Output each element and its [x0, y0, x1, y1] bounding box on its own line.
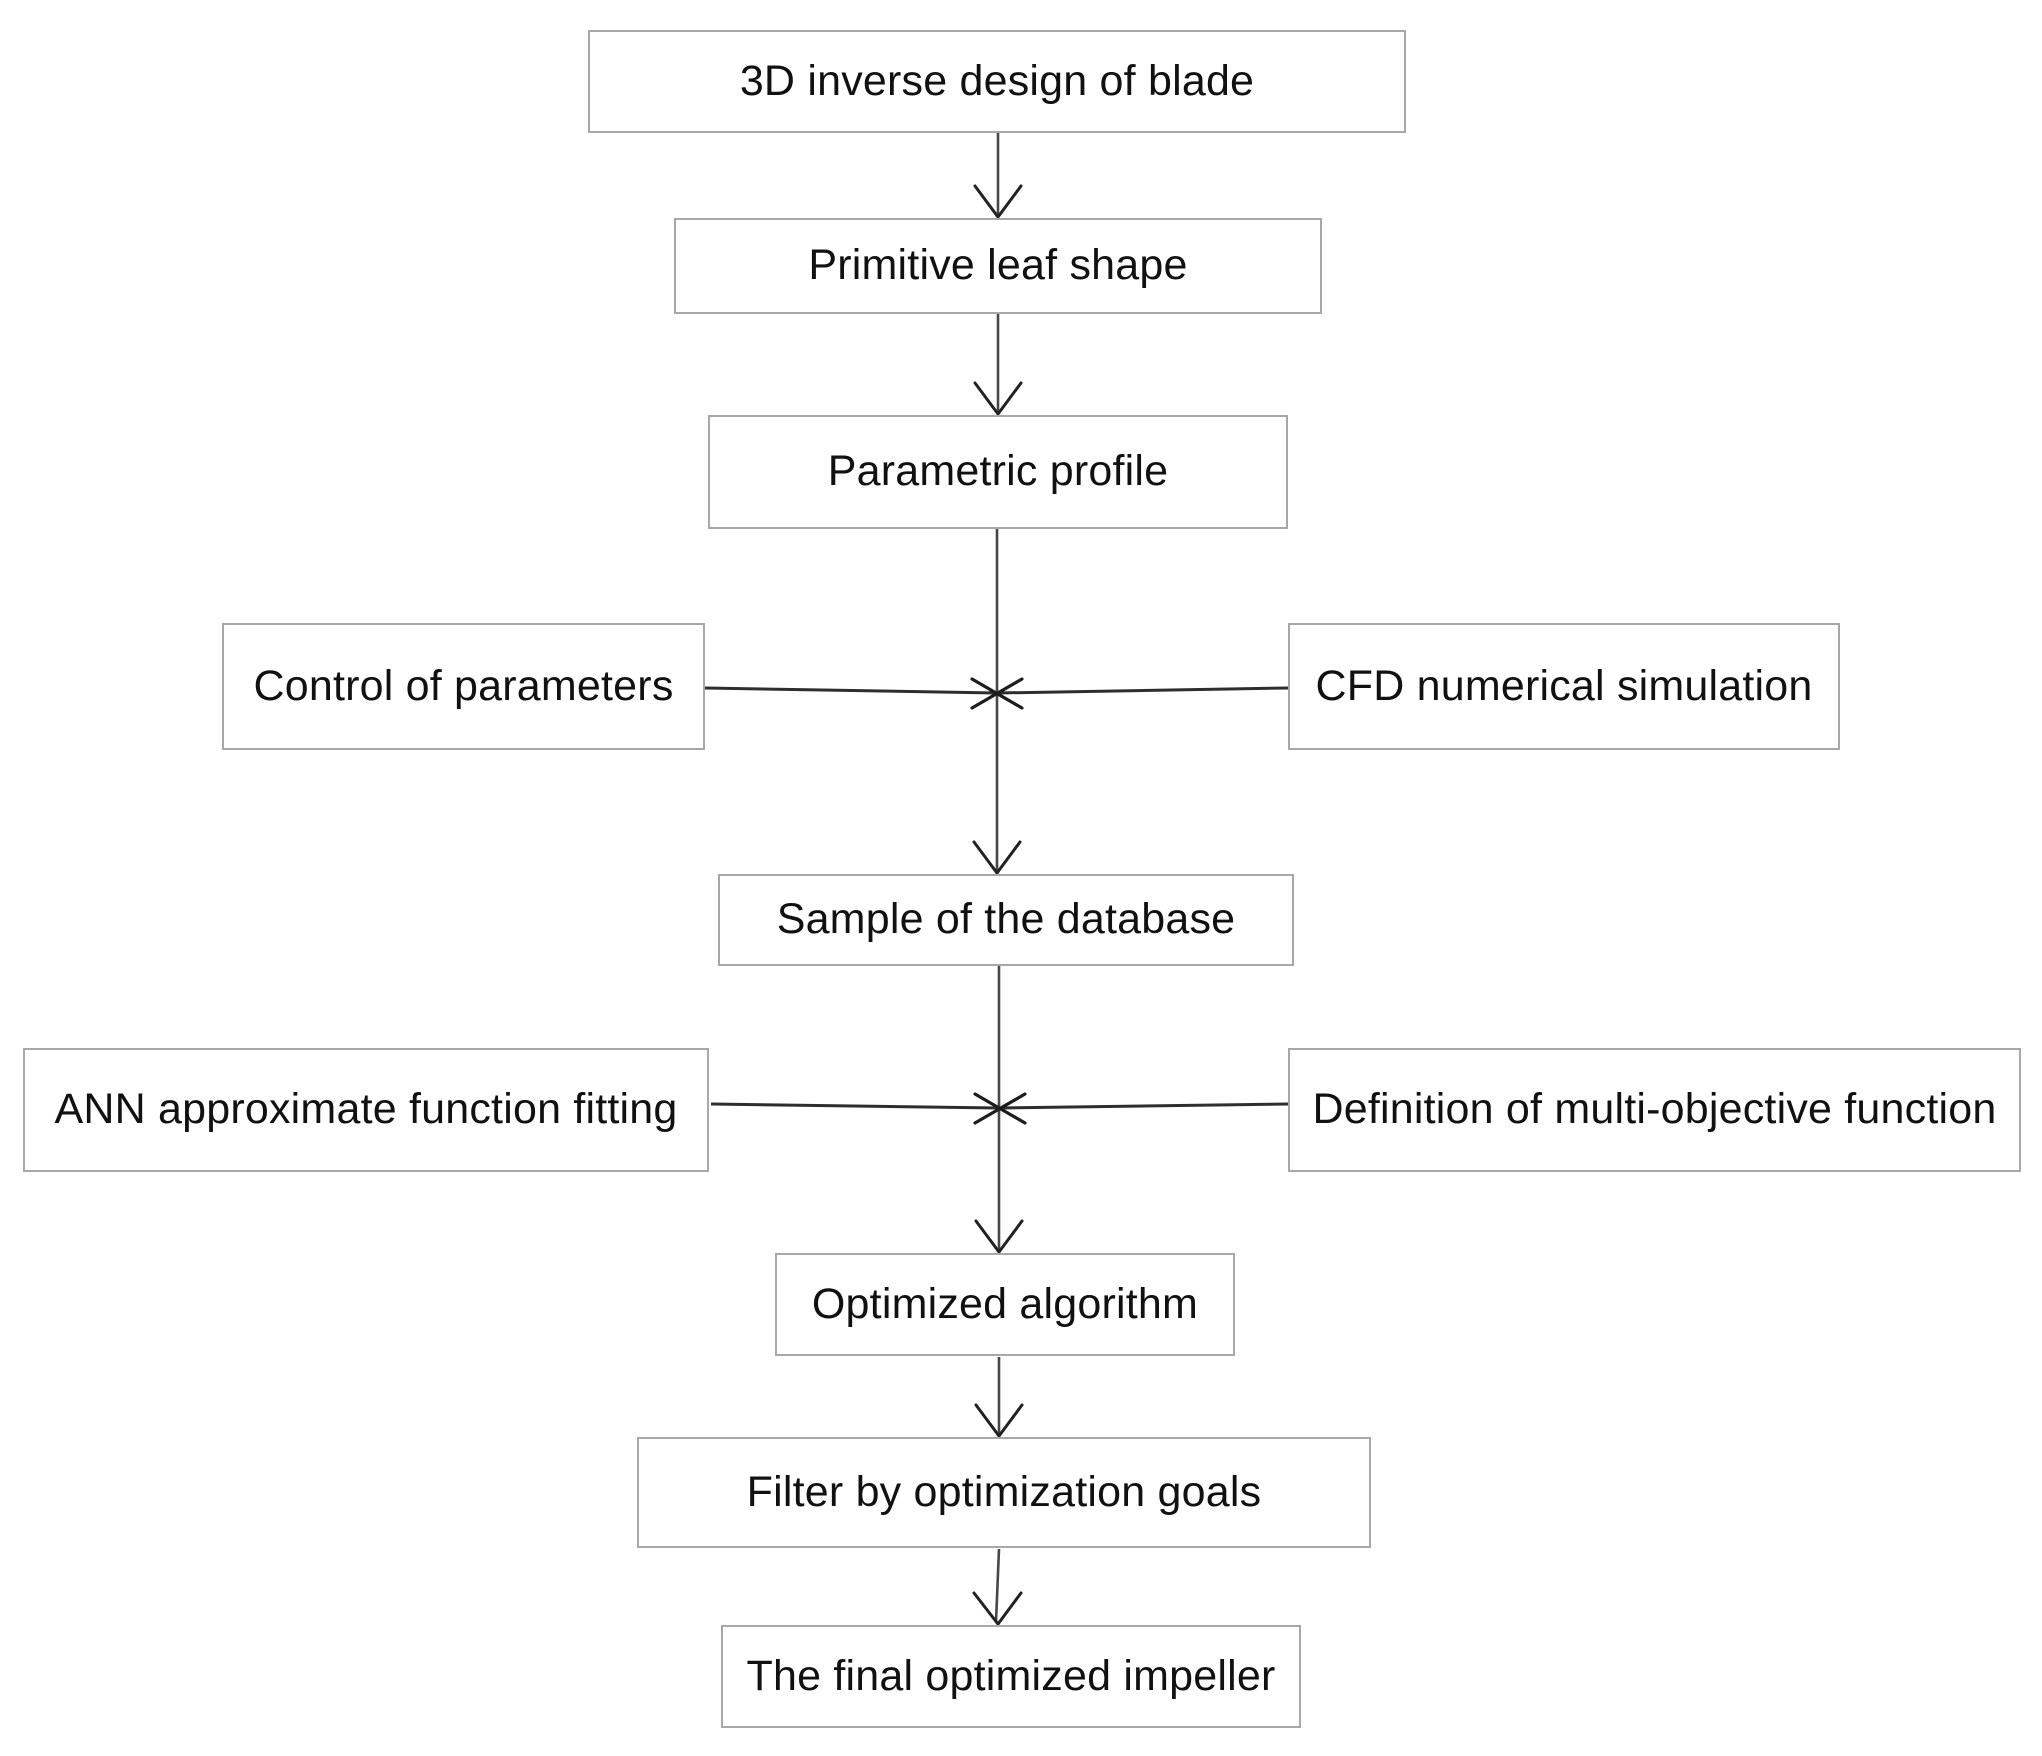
node-label-filter-by-goals: Filter by optimization goals [746, 1467, 1262, 1516]
junction-cross-icon [973, 1092, 1027, 1125]
junction-2 [710, 1092, 1289, 1125]
junction-cross-icon [970, 677, 1024, 710]
arrowhead-down-icon [974, 1219, 1024, 1255]
node-label-parametric-profile: Parametric profile [827, 447, 1169, 496]
arrowhead-down-icon [973, 381, 1023, 417]
edge-inverse-to-primitive [973, 133, 1023, 220]
node-label-primitive-leaf-shape: Primitive leaf shape [808, 241, 1188, 290]
node-label-final-optimized-impeller: The final optimized impeller [746, 1651, 1276, 1700]
node-label-control-of-parameters: Control of parameters [253, 661, 674, 710]
node-primitive-leaf-shape: Primitive leaf shape [674, 218, 1322, 314]
edge-objective-to-junction2 [999, 1102, 1289, 1110]
edge-cfd-to-junction1 [997, 686, 1289, 695]
edge-algorithm-to-filter [974, 1357, 1024, 1439]
node-label-sample-of-database: Sample of the database [776, 895, 1236, 944]
edge-filter-to-final [972, 1548, 1023, 1627]
arrowhead-down-icon [974, 1403, 1024, 1439]
node-cfd-numerical-simulation: CFD numerical simulation [1288, 623, 1840, 750]
arrowhead-down-icon [972, 840, 1022, 876]
edge-ann-to-junction2 [710, 1102, 999, 1110]
node-label-ann-function-fitting: ANN approximate function fitting [54, 1085, 678, 1134]
edge-primitive-to-parametric [973, 314, 1023, 417]
junction-1 [704, 677, 1289, 710]
arrowhead-down-icon [973, 184, 1023, 220]
node-label-cfd-numerical-simulation: CFD numerical simulation [1315, 661, 1813, 710]
node-label-inverse-design: 3D inverse design of blade [739, 56, 1255, 105]
node-filter-by-goals: Filter by optimization goals [637, 1437, 1371, 1548]
node-parametric-profile: Parametric profile [708, 415, 1288, 529]
node-ann-function-fitting: ANN approximate function fitting [23, 1048, 709, 1172]
node-control-of-parameters: Control of parameters [222, 623, 705, 750]
node-label-optimized-algorithm: Optimized algorithm [811, 1279, 1199, 1328]
node-optimized-algorithm: Optimized algorithm [775, 1253, 1235, 1356]
node-sample-of-database: Sample of the database [718, 874, 1294, 966]
node-final-optimized-impeller: The final optimized impeller [721, 1625, 1301, 1728]
arrowhead-down-icon [972, 1591, 1023, 1627]
node-label-multi-objective-function: Definition of multi-objective function [1312, 1085, 1997, 1134]
node-multi-objective-function: Definition of multi-objective function [1288, 1048, 2021, 1172]
node-inverse-design: 3D inverse design of blade [588, 30, 1406, 133]
edge-control-to-junction1 [704, 686, 997, 695]
edge-parametric-to-sample [972, 529, 1022, 876]
